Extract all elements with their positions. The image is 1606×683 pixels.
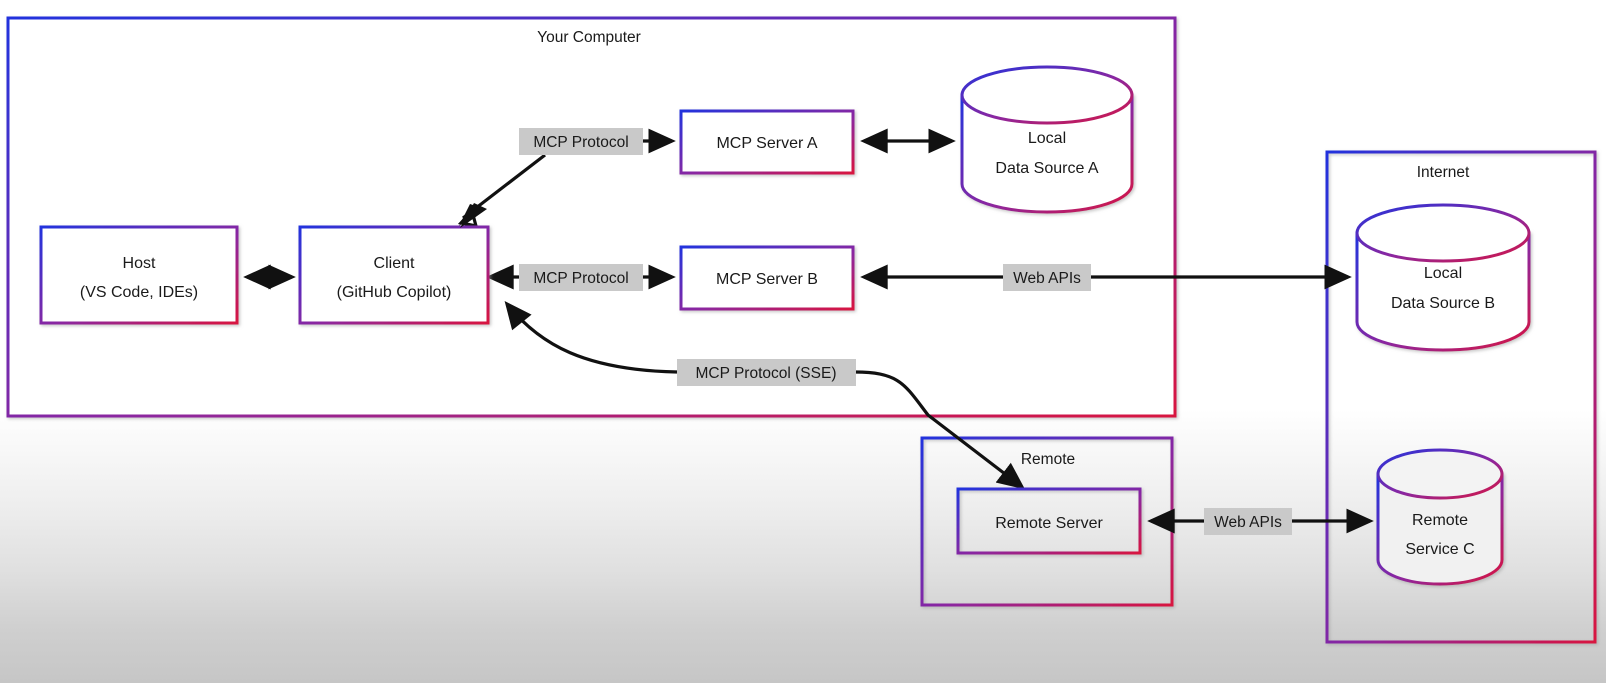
node-remote-server[interactable]: Remote Server <box>956 487 1142 555</box>
edge-label-bg-client-server-a <box>519 128 643 155</box>
container-internet: Internet <box>1325 150 1597 644</box>
node-label-data-b-line1: Local <box>1424 265 1462 282</box>
node-label-mcp-server-a: MCP Server A <box>716 135 817 152</box>
node-label-data-b-line2: Data Source B <box>1391 295 1495 312</box>
node-label-client-line1: Client <box>374 255 415 272</box>
node-label-data-a-line1: Local <box>1028 130 1066 147</box>
node-label-host-line1: Host <box>123 255 156 272</box>
node-label-remote-server: Remote Server <box>995 515 1103 532</box>
edge-label-client-remote: MCP Protocol (SSE) <box>696 365 837 382</box>
node-label-client-line2: (GitHub Copilot) <box>337 284 452 301</box>
edge-label-client-server-b: MCP Protocol <box>533 270 628 287</box>
edge-label-bg-remote-service-c <box>1204 508 1292 535</box>
edge-label-remote-service-c: Web APIs <box>1214 514 1282 531</box>
edge-remote-service-c: Web APIs <box>1147 508 1374 535</box>
node-label-host-line2: (VS Code, IDEs) <box>80 284 198 301</box>
edge-label-client-server-a: MCP Protocol <box>533 134 628 151</box>
edge-client-server-b: MCP Protocol <box>486 264 676 291</box>
node-label-service-c-line1: Remote <box>1412 512 1468 529</box>
node-label-service-c-line2: Service C <box>1405 541 1474 558</box>
edge-client-remote: MCP Protocol (SSE) <box>504 301 1026 490</box>
node-client[interactable]: Client (GitHub Copilot) <box>298 225 490 325</box>
node-local-data-source-b[interactable]: Local Data Source B <box>1355 203 1531 352</box>
node-mcp-server-b[interactable]: MCP Server B <box>679 245 855 311</box>
container-label-your-computer: Your Computer <box>537 29 641 46</box>
node-label-data-a-line2: Data Source A <box>995 160 1099 177</box>
node-remote-service-c[interactable]: Remote Service C <box>1376 448 1504 586</box>
node-label-mcp-server-b: MCP Server B <box>716 271 818 288</box>
node-local-data-source-a[interactable]: Local Data Source A <box>960 65 1134 214</box>
node-mcp-server-a[interactable]: MCP Server A <box>679 109 855 175</box>
container-label-internet: Internet <box>1417 164 1470 181</box>
arrowhead-client-server-a <box>460 203 487 228</box>
edge-label-bg-client-remote <box>677 359 856 386</box>
container-label-remote: Remote <box>1021 451 1075 468</box>
edge-client-server-a: MCP Protocol <box>457 128 676 229</box>
edge-label-bg-client-server-b <box>519 264 643 291</box>
edge-server-b-data-b: Web APIs <box>860 264 1352 291</box>
edge-label-server-b-data-b: Web APIs <box>1013 270 1081 287</box>
edge-label-bg-server-b-data-b <box>1003 264 1091 291</box>
node-host[interactable]: Host (VS Code, IDEs) <box>39 225 239 325</box>
